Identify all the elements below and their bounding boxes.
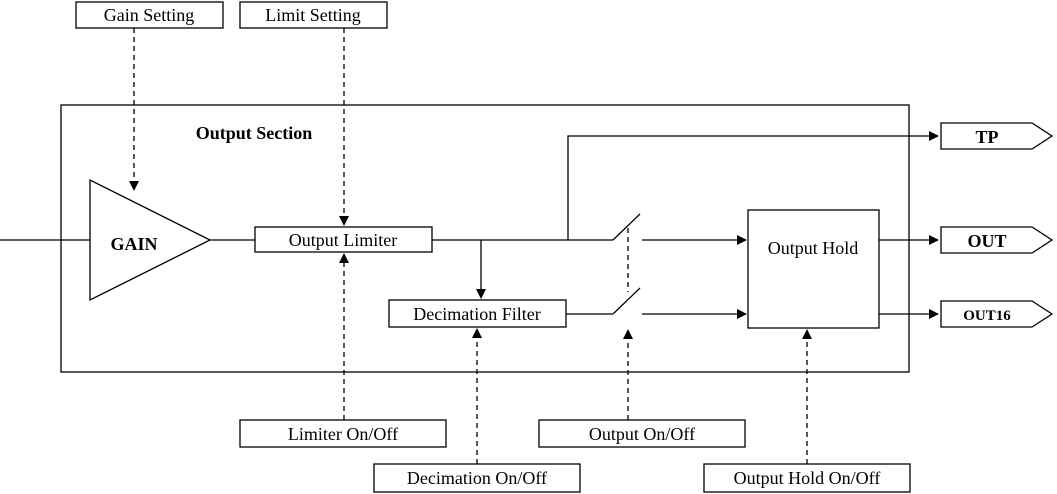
- output-hold-block: [747, 209, 880, 329]
- limiter-on-off-label: Limiter On/Off: [288, 424, 398, 444]
- output-hold-on-off-label: Output Hold On/Off: [734, 468, 881, 488]
- output-on-off-box: [538, 419, 746, 448]
- tp-output-flag: [940, 122, 1054, 150]
- decimation-on-off-label: Decimation On/Off: [407, 468, 547, 488]
- decimation-on-off-box: [373, 463, 581, 493]
- output-on-off-label: Output On/Off: [589, 424, 695, 444]
- output-limiter-label: Output Limiter: [289, 230, 397, 250]
- lower-switch-blade: [612, 287, 641, 315]
- tp-branch-line: [567, 131, 939, 240]
- output-hold-label: Output Hold: [768, 238, 859, 258]
- out-output-flag: [940, 226, 1054, 254]
- gain-amplifier: [89, 178, 212, 302]
- limiter-on-off-box: [239, 419, 447, 448]
- gain-label: GAIN: [110, 234, 157, 254]
- output-hold-on-off-box: [703, 463, 911, 493]
- gain-setting-box: [75, 1, 224, 29]
- section-title: Output Section: [196, 123, 313, 143]
- out16-output-flag: [940, 300, 1054, 328]
- gain-setting-label: Gain Setting: [104, 5, 195, 25]
- decimation-filter-label: Decimation Filter: [413, 304, 540, 324]
- out-output-label: OUT: [967, 231, 1006, 251]
- decimation-filter-block: [388, 299, 567, 328]
- upper-switch-blade: [612, 213, 641, 241]
- output-limiter-block: [254, 226, 433, 253]
- out16-output-label: OUT16: [963, 308, 1011, 324]
- tp-output-label: TP: [975, 127, 998, 147]
- limit-setting-label: Limit Setting: [265, 5, 361, 25]
- limit-setting-box: [239, 1, 388, 29]
